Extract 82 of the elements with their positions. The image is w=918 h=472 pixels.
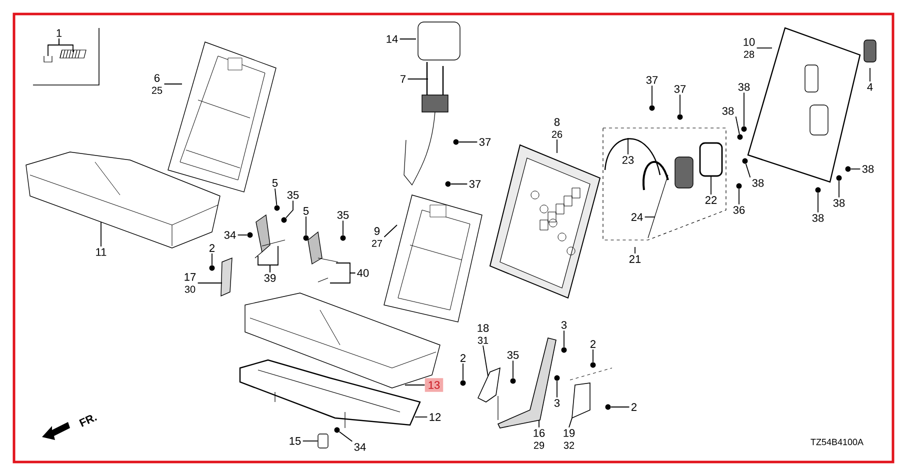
leader-line (710, 176, 712, 195)
callout-number: 35 (287, 191, 299, 199)
callout-number: 38 (738, 83, 750, 91)
callout-number: 35 (507, 351, 519, 359)
callout-number: 37 (479, 138, 491, 146)
callout-number: 37 (469, 180, 481, 188)
callout-number: 36 (733, 206, 745, 214)
callout-number: 5 (272, 179, 278, 187)
callout-number: 5 (303, 207, 309, 215)
leader-line (462, 363, 464, 380)
callout-number: 3 (554, 399, 560, 407)
callout-number: 24 (631, 213, 643, 221)
callout-number: 38 (752, 179, 764, 187)
callout-number: 34 (224, 231, 236, 239)
callout-number: 2 (210, 244, 214, 252)
callout-number: 18 31 (478, 324, 489, 344)
leader-line (850, 168, 861, 170)
highlighted-callout-number: 13 (424, 378, 444, 392)
callout-number: 40 (357, 269, 369, 277)
callout-number: 37 (646, 76, 658, 84)
leader-line (644, 216, 656, 218)
callout-number: 34 (354, 443, 366, 451)
leader-line (270, 246, 278, 273)
callout-number: 2 (632, 403, 636, 411)
leader-line (512, 360, 514, 378)
leader-line (538, 420, 540, 428)
callout-number: 9 27 (372, 227, 382, 247)
callout-number: 16 29 (534, 429, 545, 449)
callout-number: 21 (629, 255, 641, 263)
leader-line (735, 116, 740, 135)
callout-number: 38 (862, 165, 874, 173)
callout-number: 2 (590, 340, 596, 348)
leader-line (342, 220, 344, 236)
leader-line (58, 38, 74, 52)
callout-number: 19 32 (564, 429, 575, 449)
callout-number: 23 (622, 156, 634, 164)
callout-number: 35 (337, 211, 349, 219)
callout-number: 22 (705, 196, 717, 204)
leader-line (838, 180, 840, 198)
diagram-code: TZ54B4100A (810, 438, 864, 446)
callout-number: 2 (460, 354, 466, 362)
callout-number: 15 (290, 437, 301, 445)
end-cap (318, 434, 328, 448)
leader-line (634, 246, 636, 254)
callout-number: 17 30 (184, 273, 196, 293)
callout-number: 11 (96, 248, 106, 256)
leader-line (568, 418, 572, 428)
leader-line (274, 188, 278, 206)
callout-number: 37 (674, 85, 686, 93)
callout-number: 1 (56, 29, 62, 37)
leader-line (100, 222, 102, 247)
leader-line (407, 78, 428, 80)
callout-number: 12 (430, 413, 441, 421)
callout-number: 8 26 (552, 118, 562, 138)
leader-line (404, 384, 426, 386)
callout-number: 39 (264, 274, 276, 282)
leader-line (237, 234, 248, 236)
callout-number: 6 25 (152, 74, 162, 94)
leader-line (592, 349, 594, 362)
leader-line (384, 224, 398, 238)
callout-number: 4 (867, 83, 873, 91)
callout-number: 7 (400, 75, 406, 83)
callout-number: 38 (722, 107, 734, 115)
leader-line (738, 188, 740, 205)
leader-line (610, 406, 630, 408)
leader-line (556, 380, 558, 398)
leader-line (197, 282, 222, 284)
leader-line (338, 431, 353, 442)
leader-line (556, 139, 558, 154)
leader-line (745, 163, 751, 178)
callout-number: 3 (561, 321, 567, 329)
leader-line (302, 440, 318, 442)
callout-number: 38 (833, 199, 845, 207)
leader-line (482, 345, 488, 376)
callout-number: 14 (386, 35, 398, 43)
callout-number: 38 (812, 214, 824, 222)
direction-label: FR. (79, 415, 97, 427)
callout-number: 10 28 (744, 38, 755, 58)
leader-line (399, 38, 416, 40)
leader-line (286, 200, 294, 218)
leader-line (330, 272, 356, 284)
leader-line (414, 416, 428, 418)
